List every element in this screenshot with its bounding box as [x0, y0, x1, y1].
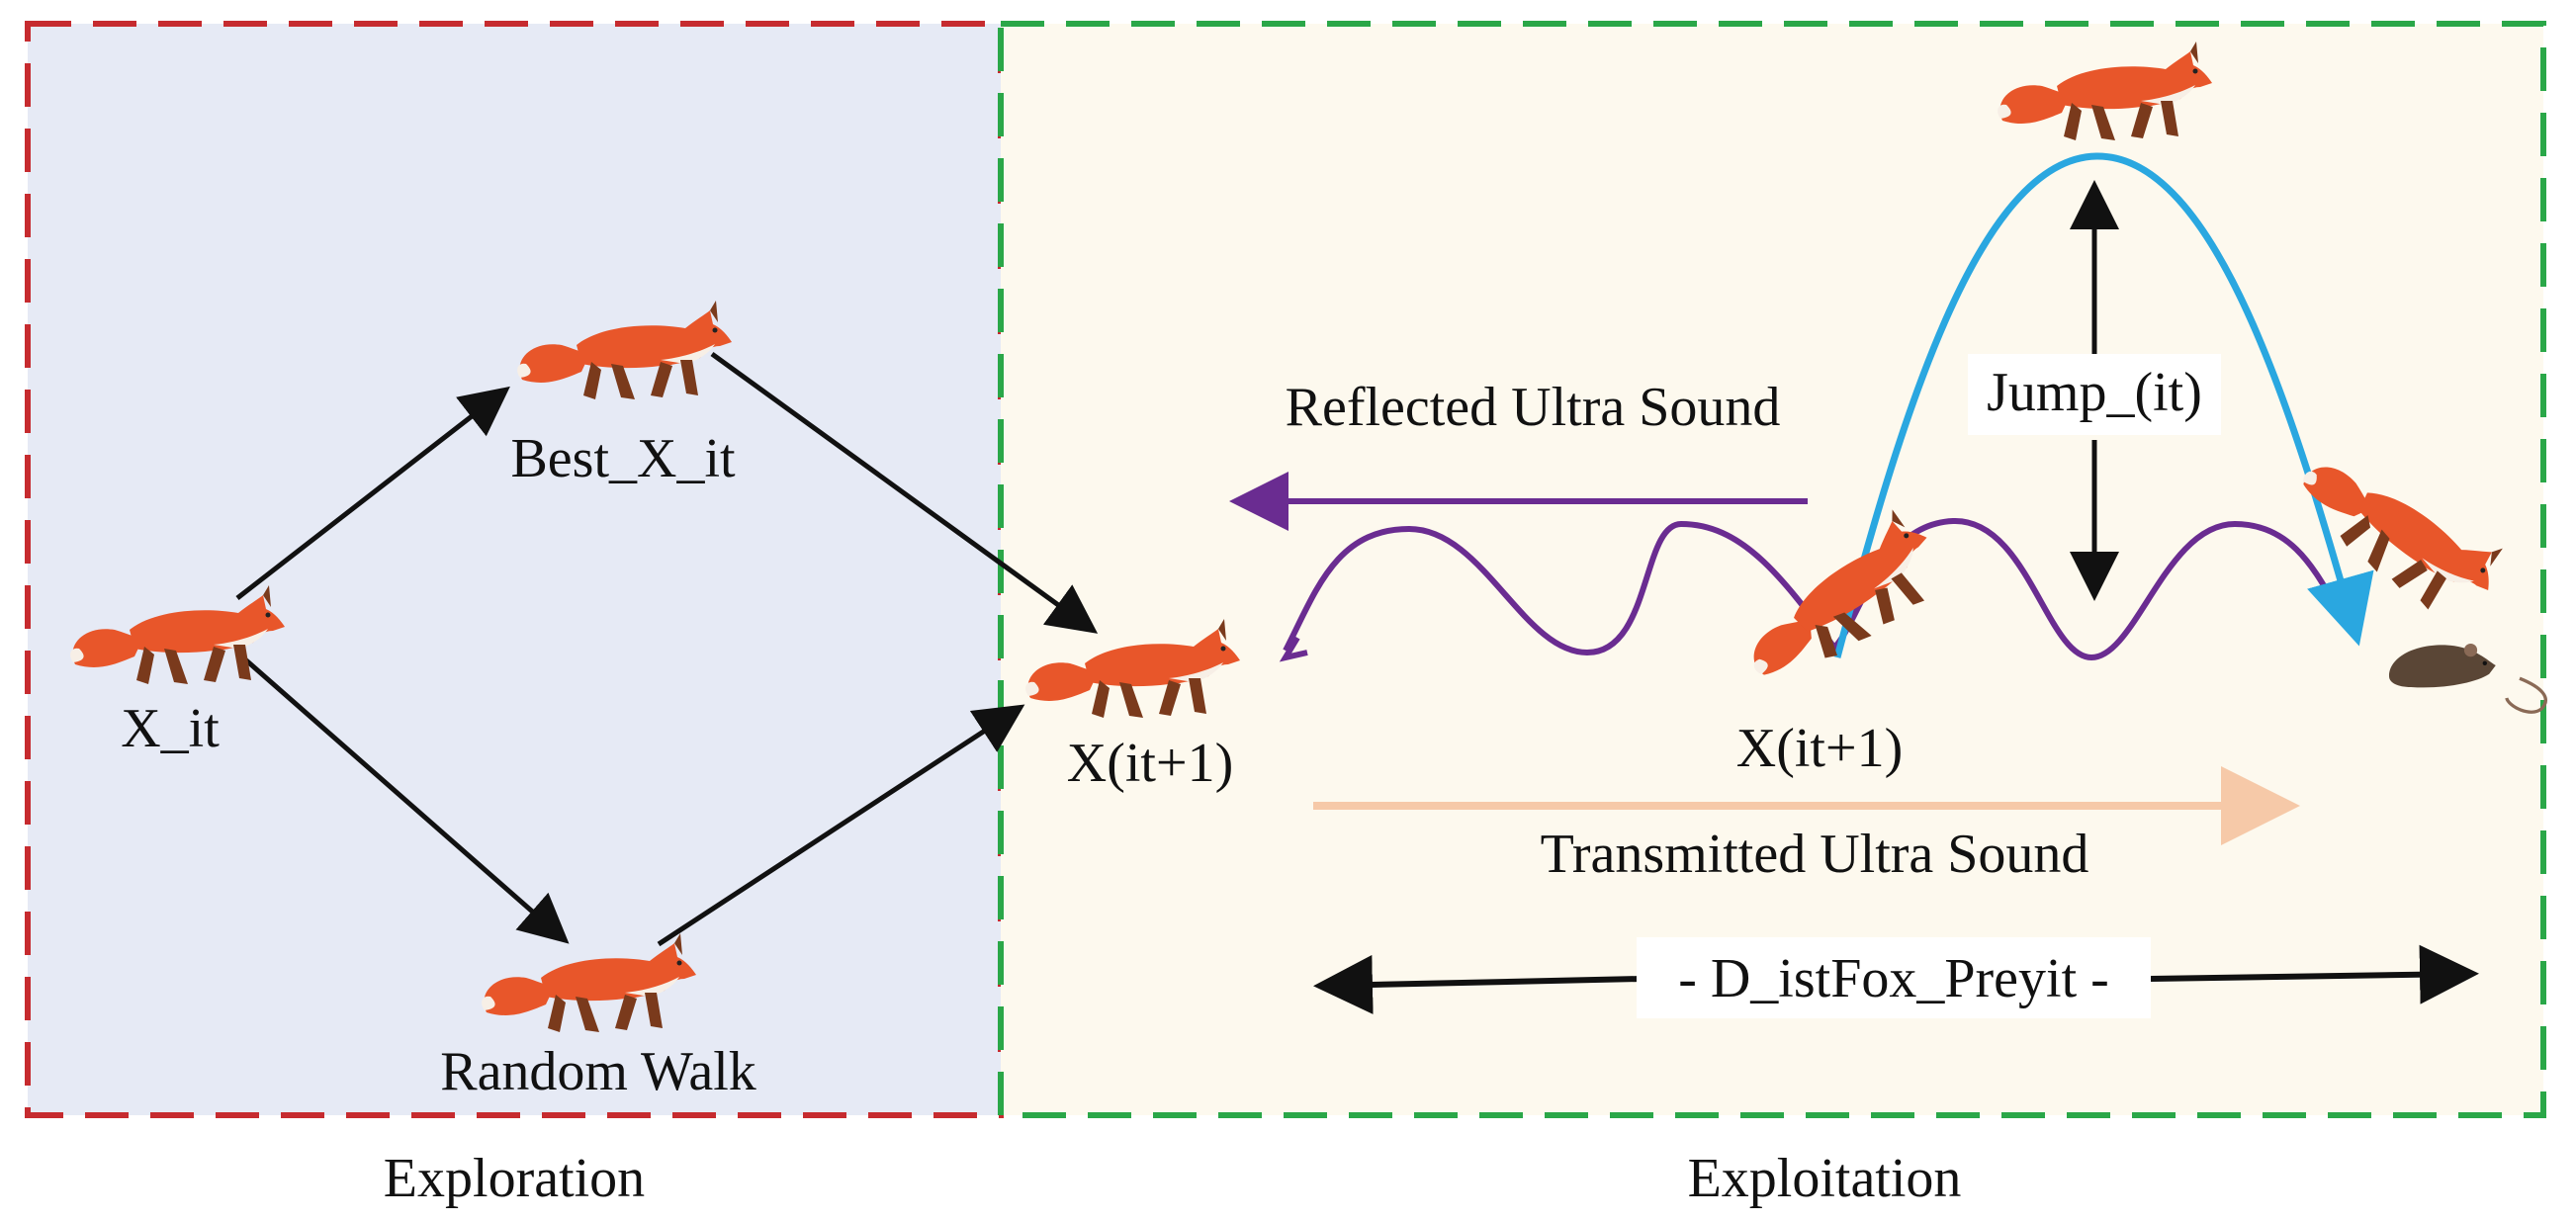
- label-random-walk: Random Walk: [440, 1041, 756, 1102]
- exploration-panel: [25, 21, 1004, 1118]
- label-distance: - D_istFox_Preyit -: [1678, 948, 2109, 1009]
- arrow-xit-to-random: [235, 651, 570, 944]
- label-transmitted: Transmitted Ultra Sound: [1541, 824, 2089, 885]
- distance-label-bg: [1637, 937, 2151, 1018]
- label-x-next-right: X(it+1): [1736, 718, 1903, 779]
- label-reflected: Reflected Ultra Sound: [1286, 377, 1781, 438]
- label-x-next-left: X(it+1): [1067, 733, 1233, 794]
- caption-exploitation: Exploitation: [1688, 1148, 1962, 1209]
- arrow-random-to-xnext: [657, 704, 1025, 947]
- label-jump: Jump_(it): [1987, 362, 2202, 423]
- arrow-xit-to-best: [235, 386, 510, 600]
- arrow-best-to-xnext: [710, 351, 1099, 634]
- label-x-it: X_it: [121, 698, 220, 759]
- jump-label-bg: [1968, 354, 2221, 435]
- label-best-x-it: Best_X_it: [510, 428, 736, 489]
- jump-arc: [1833, 152, 2374, 658]
- caption-exploration: Exploration: [384, 1148, 645, 1209]
- distance-arrow-left: [1313, 954, 1643, 1014]
- distance-arrow-right: [2150, 944, 2479, 1004]
